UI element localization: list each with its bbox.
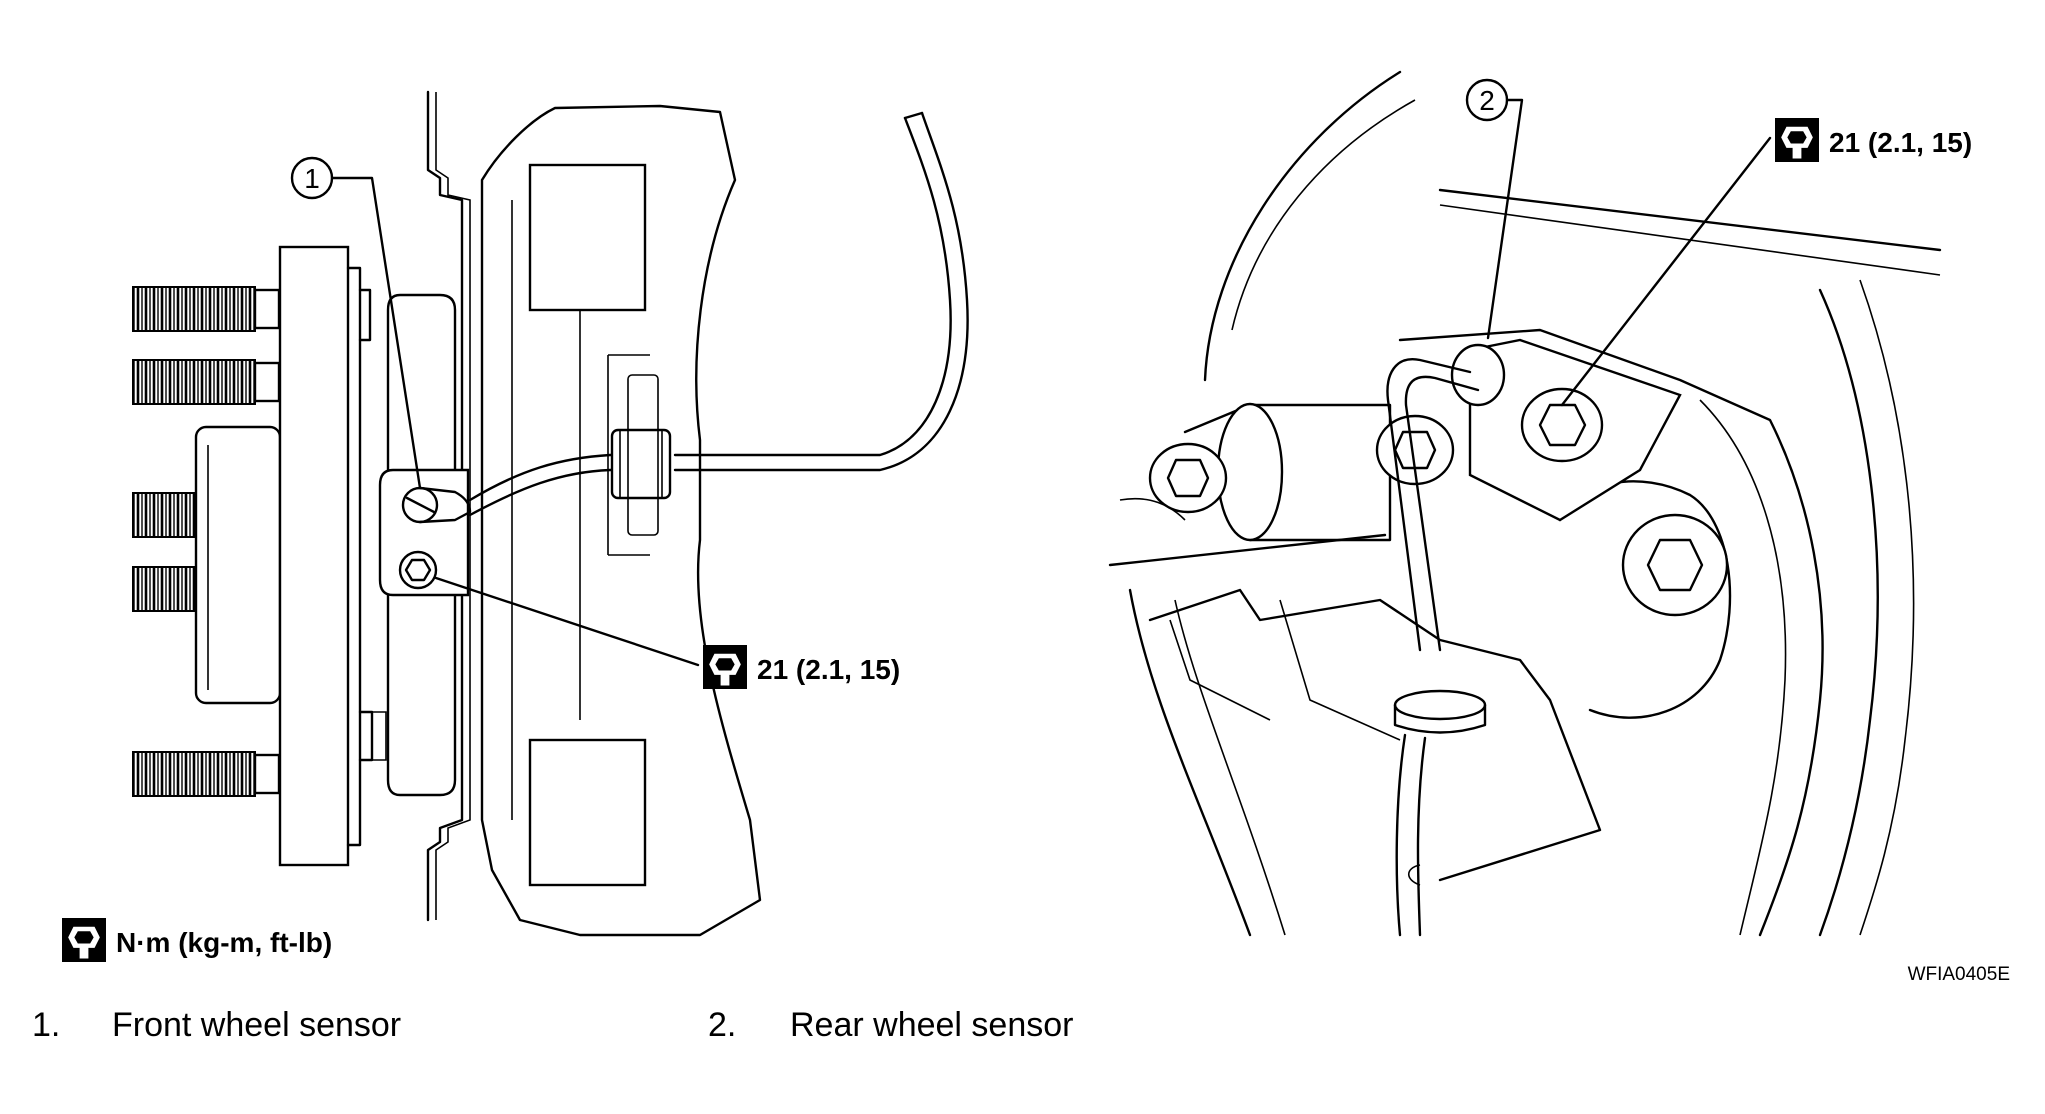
rear-hub-drawing [1108, 70, 1942, 937]
legend-1-label: Front wheel sensor [112, 1006, 401, 1044]
torque-unit-legend: N·m (kg-m, ft-lb) [62, 918, 332, 962]
rear-right-bolt [1621, 513, 1729, 617]
harness-clip [610, 428, 672, 500]
front-torque-callout: 21 (2.1, 15) [434, 576, 900, 689]
legend-2-number: 2. [708, 1006, 736, 1044]
torque-wrench-icon [62, 918, 106, 962]
callout-1-number: 1 [304, 163, 320, 194]
front-hub-drawing [132, 90, 969, 937]
rear-left-bolt [1148, 442, 1228, 514]
front-sensor-bolt [398, 550, 438, 590]
front-torque-value: 21 (2.1, 15) [757, 654, 900, 685]
legend-2-label: Rear wheel sensor [790, 1006, 1073, 1044]
callout-1: 1 [290, 156, 422, 490]
torque-wrench-icon [1775, 118, 1819, 162]
steering-knuckle [480, 104, 762, 937]
parts-legend: 1. Front wheel sensor 2. Rear wheel sens… [32, 1006, 1073, 1044]
callout-2: 2 [1465, 78, 1524, 340]
torque-unit-text: N·m (kg-m, ft-lb) [116, 927, 332, 958]
rear-torque-value: 21 (2.1, 15) [1829, 127, 1972, 158]
figure-code: WFIA0405E [1908, 964, 2010, 985]
torque-wrench-icon [703, 645, 747, 689]
rear-sensor-bolt [1520, 387, 1604, 463]
hub-flange [278, 245, 350, 867]
rear-torque-callout: 21 (2.1, 15) [1560, 118, 1972, 407]
legend-1-number: 1. [32, 1006, 60, 1044]
callout-2-number: 2 [1479, 85, 1495, 116]
